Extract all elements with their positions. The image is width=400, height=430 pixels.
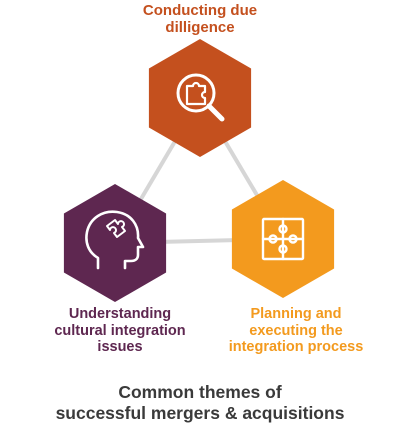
puzzle-pieces-icon bbox=[261, 217, 305, 261]
label-integration-process-line1: Planning and bbox=[250, 306, 342, 322]
head-puzzle-icon bbox=[85, 210, 145, 270]
puzzle-magnifier-icon bbox=[176, 73, 225, 122]
label-cultural-integration-line3: issues bbox=[97, 339, 143, 356]
label-cultural-integration-line2: cultural integration bbox=[54, 322, 186, 339]
hexagon-due-diligence bbox=[148, 39, 252, 157]
label-integration-process: Planning and executing the integration p… bbox=[196, 306, 396, 356]
label-cultural-integration-line1: Understanding bbox=[68, 306, 172, 322]
diagram-caption: Common themes of successful mergers & ac… bbox=[0, 382, 400, 424]
label-due-diligence-line1: Conducting due bbox=[142, 2, 258, 19]
caption-line2: successful mergers & acquisitions bbox=[55, 403, 345, 423]
label-due-diligence-line2: dilligence bbox=[165, 19, 235, 37]
hexagon-cultural-integration bbox=[63, 184, 167, 302]
caption-line1: Common themes of bbox=[118, 382, 282, 402]
hexagon-integration-process bbox=[231, 180, 335, 298]
label-due-diligence: Conducting due dilligence bbox=[100, 2, 300, 37]
label-cultural-integration: Understanding cultural integration issue… bbox=[20, 306, 220, 356]
label-integration-process-line2: executing the bbox=[249, 322, 343, 339]
label-integration-process-line3: integration process bbox=[228, 339, 364, 356]
